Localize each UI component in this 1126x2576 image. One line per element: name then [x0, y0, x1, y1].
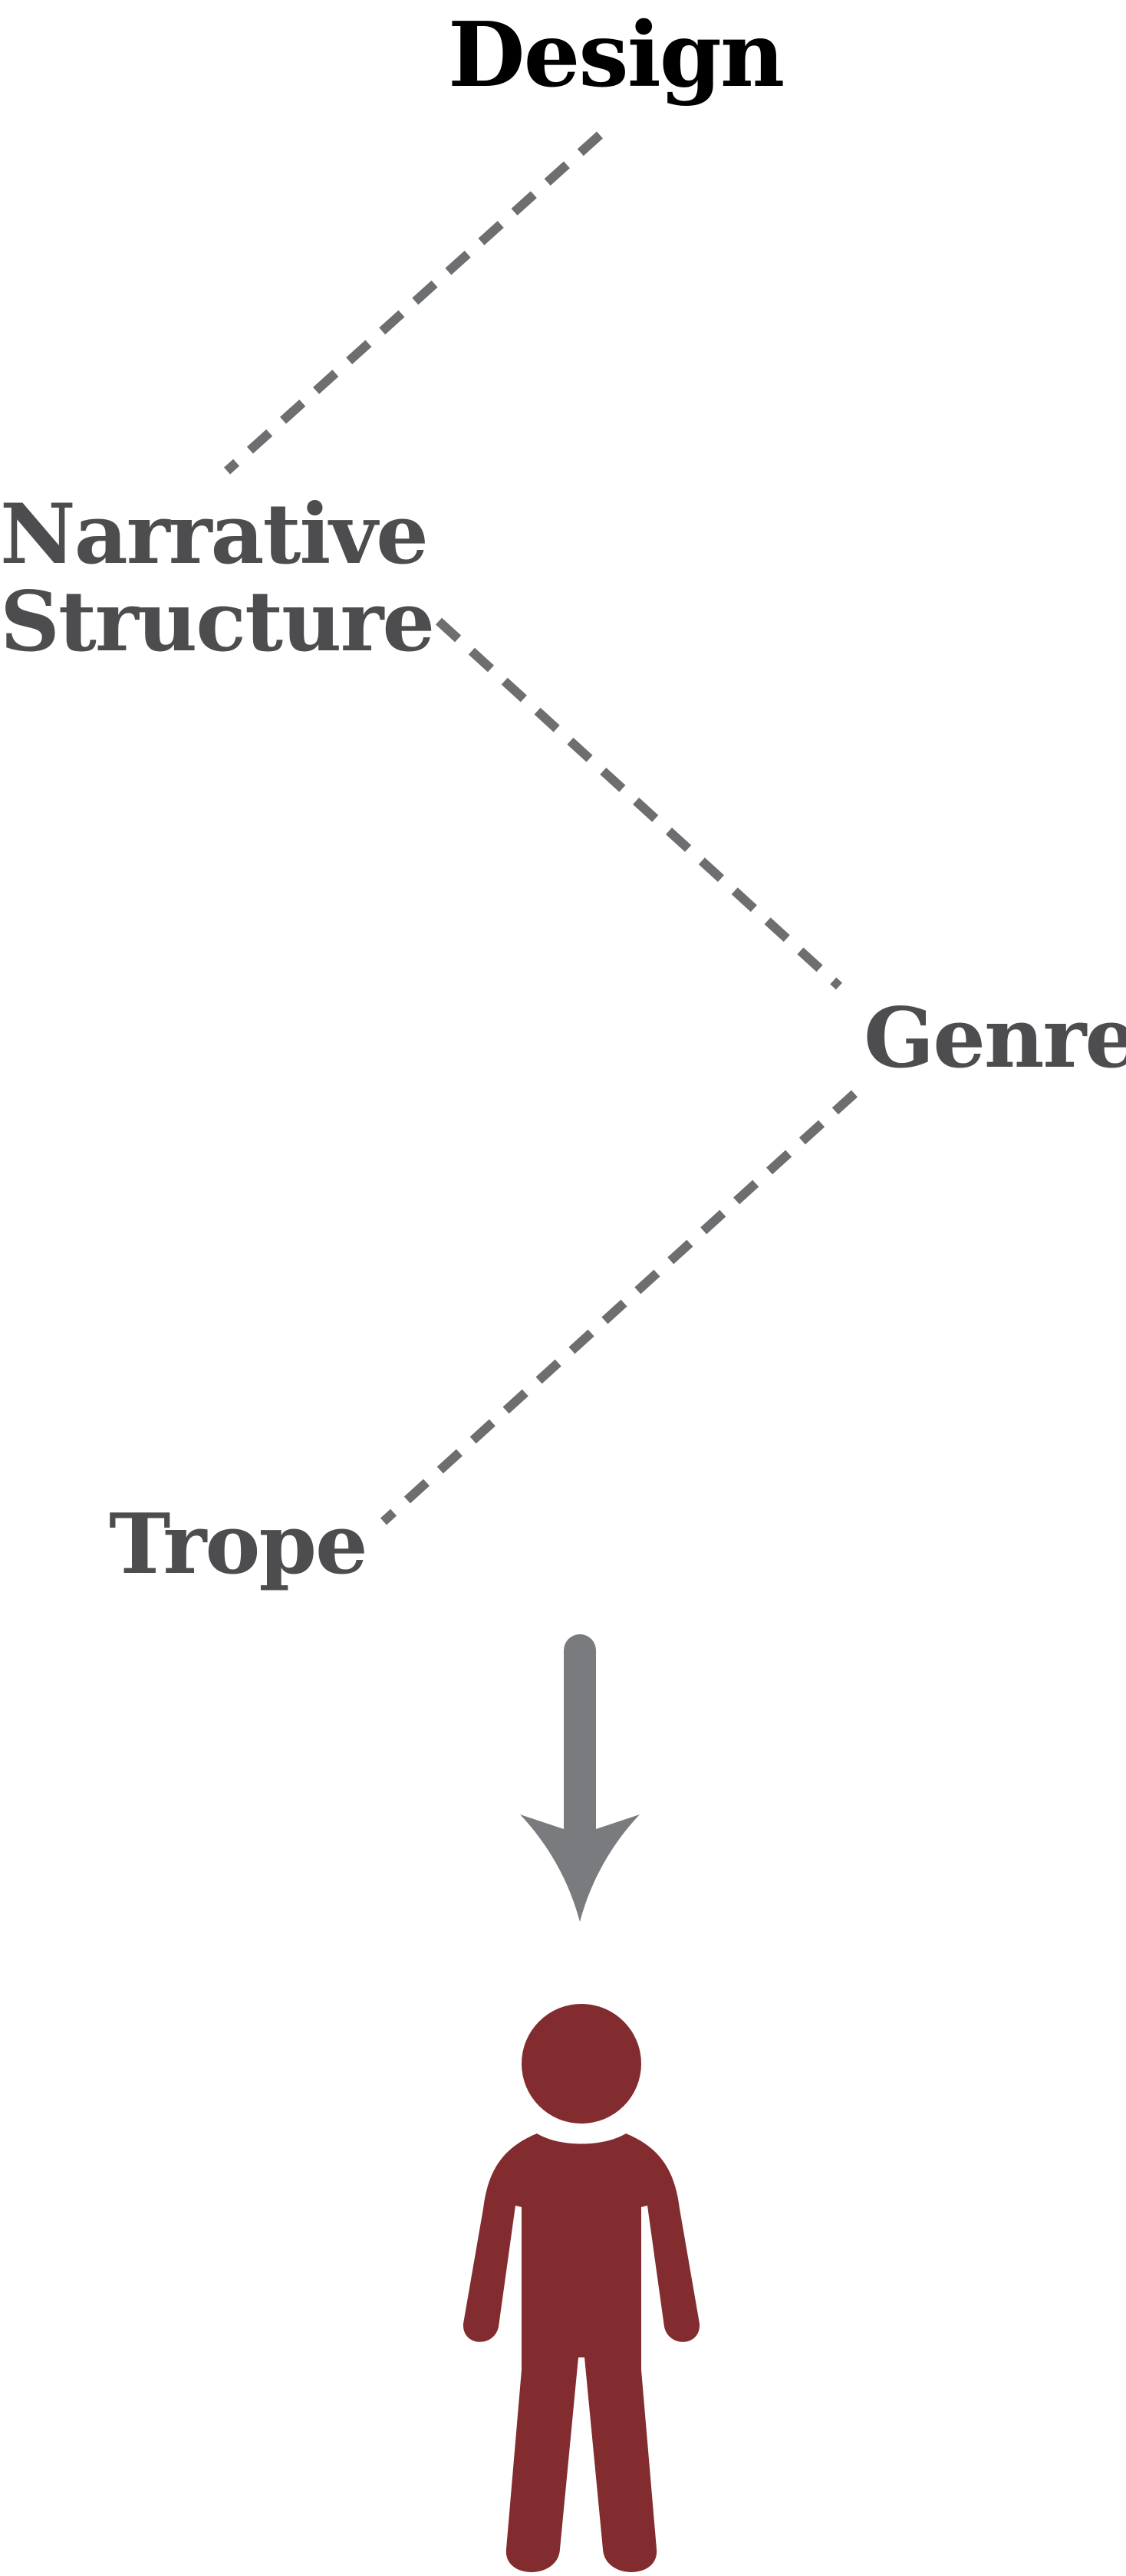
down-arrow-icon [520, 1634, 640, 1922]
connector-narrative-genre [435, 617, 843, 990]
node-narrative-line1: Narrative [0, 486, 429, 583]
node-narrative-structure: Narrative Structure [0, 486, 435, 670]
node-genre: Genre [864, 990, 1126, 1087]
node-trope: Trope [109, 1496, 368, 1593]
node-design: Design [448, 3, 785, 107]
node-narrative-line2: Structure [0, 574, 435, 670]
connector-genre-trope [380, 1090, 858, 1525]
connector-design-narrative [223, 131, 604, 475]
person-icon [463, 2004, 700, 2572]
